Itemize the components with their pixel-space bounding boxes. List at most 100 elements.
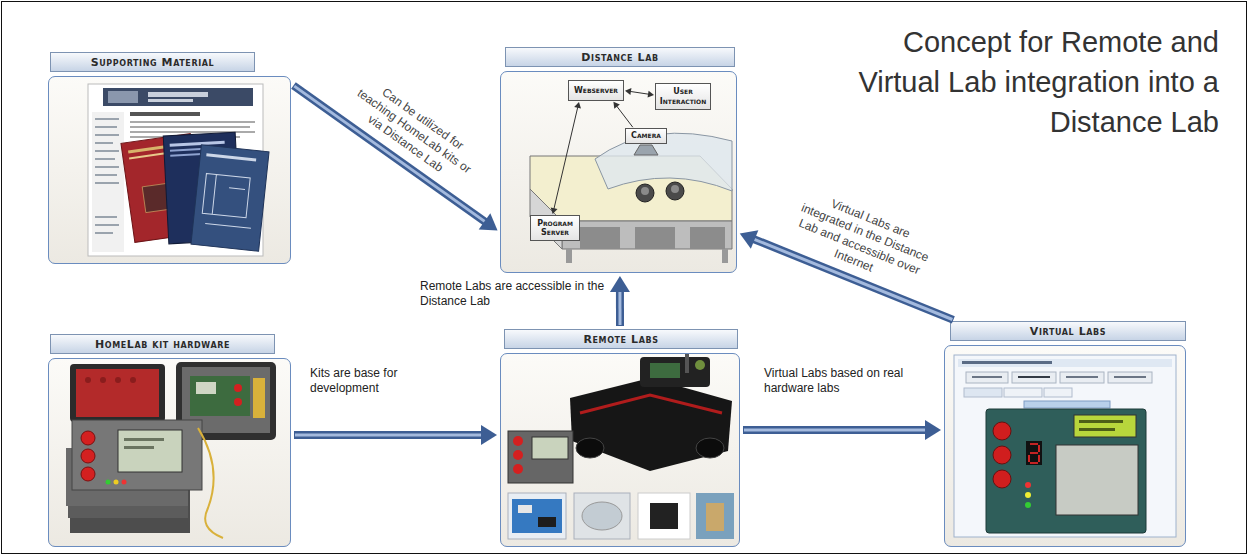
material-picture-part [108,91,138,103]
panel-ground-part [500,353,740,547]
signal-arrow [625,88,654,97]
homelab-picture-part [118,430,182,472]
material-picture-part [191,145,269,252]
arrow-shaft-light [744,428,926,431]
homelab-picture-part [81,431,95,445]
distance-lab-picture-part [580,227,620,249]
material-picture-part [95,174,117,176]
virtual-labs-picture-part [1025,482,1031,488]
arrow-head [648,91,654,98]
panel-tab: HomeLab kit hardware [50,334,275,354]
diagram-title: Concept for Remote and Virtual Lab integ… [839,22,1219,142]
homelab-picture-part [124,438,164,441]
material-picture-part [92,112,124,252]
arrow-label: Kits are base for development [310,366,440,396]
lab-panel: HomeLab kit hardware [48,334,291,547]
remote-labs-picture-part [512,499,562,533]
remote-labs-picture-part [508,431,573,483]
virtual-labs-picture-part [1018,376,1050,378]
arrow-label: Remote Labs are accessible in the Distan… [420,279,610,309]
homelab-picture-part [198,428,223,538]
box-label: Webserver [574,86,618,95]
homelab-picture-part [106,480,111,485]
arrow-shaft [743,426,927,434]
arrow-shaft [294,431,483,439]
arrow-head [613,102,619,109]
remote-labs-picture-part [513,450,523,460]
arrow-shaft [616,290,624,326]
virtual-labs-picture-part [1012,372,1056,383]
panel-ground [48,71,1186,547]
material-picture [88,84,269,256]
virtual-labs-picture-part [1079,428,1115,431]
virtual-labs-picture-part [993,446,1011,464]
material-picture-part [95,126,117,128]
box-label: Program Server [533,219,577,237]
arrow-shaft [629,91,650,94]
virtual-labs-picture-part [1026,441,1042,465]
homelab-picture-part [124,446,154,449]
material-picture-part [95,150,119,152]
homelab-picture-part [190,376,250,416]
material-picture-part [130,112,200,116]
material-picture-part [129,152,169,160]
remote-labs-picture-part [513,464,523,474]
material-picture-part [148,92,208,97]
arrow-shaft [616,105,633,127]
remote-labs-picture-part [532,437,568,459]
arrow-head [574,102,581,109]
remote-labs-picture-part [582,502,622,530]
panel-tab: Supporting Material [50,52,255,72]
arrow-head [610,276,630,292]
material-picture-part [148,99,193,102]
arrow-head [481,425,497,445]
distance-lab-picture-part [671,185,679,193]
homelab-picture-part [115,377,121,383]
arrow-shaft-light [618,291,621,325]
flow-arrow [743,420,941,440]
arrow-head [740,230,759,249]
panel-heading: Supporting Material [91,56,215,69]
box-label: Camera [631,131,661,140]
panel-ground-part [48,358,291,547]
remote-labs-picture-part [513,436,523,446]
virtual-labs-picture-part [972,376,1002,378]
box-label: User Interaction [658,87,708,105]
virtual-labs-picture-part [1004,388,1042,397]
panel-heading: Distance Lab [581,51,658,64]
virtual-labs-picture-part [986,409,1146,533]
remote-labs-picture-part [638,493,690,539]
panel-tab: Distance Lab [505,47,735,67]
remote-labs-picture-part [706,503,724,531]
virtual-labs-picture-part [966,372,1008,383]
panel-heading: Remote Labs [583,333,658,346]
virtual-labs-picture [954,355,1176,537]
homelab-picture-part [100,377,106,383]
distance-lab-picture [530,133,732,263]
signal-arrow [613,102,632,127]
distance-lab-picture-part [566,249,572,263]
arrow-shaft-light [295,433,482,436]
flow-arrow [294,425,497,445]
component-box: Camera [625,128,667,144]
homelab-picture-part [114,480,119,485]
distance-lab-picture-part [635,227,675,249]
distance-lab-picture-part [722,249,728,263]
material-picture-part [130,126,250,128]
distance-lab-picture-part [634,145,658,155]
virtual-labs-picture-part [1066,376,1098,378]
panel-body [500,353,740,547]
remote-labs-picture-part [574,493,630,539]
remote-labs-picture-part [696,438,724,458]
panel-body [944,345,1186,547]
flow-arrow [610,276,630,326]
lab-panel: Remote Labs [500,329,740,547]
material-picture-part [130,131,255,133]
homelab-picture [66,362,276,538]
signal-arrow [551,102,581,214]
virtual-labs-picture-part [993,470,1011,488]
material-picture-part [130,121,255,123]
remote-labs-picture-part [570,378,732,471]
virtual-labs-picture-part [1025,492,1031,498]
